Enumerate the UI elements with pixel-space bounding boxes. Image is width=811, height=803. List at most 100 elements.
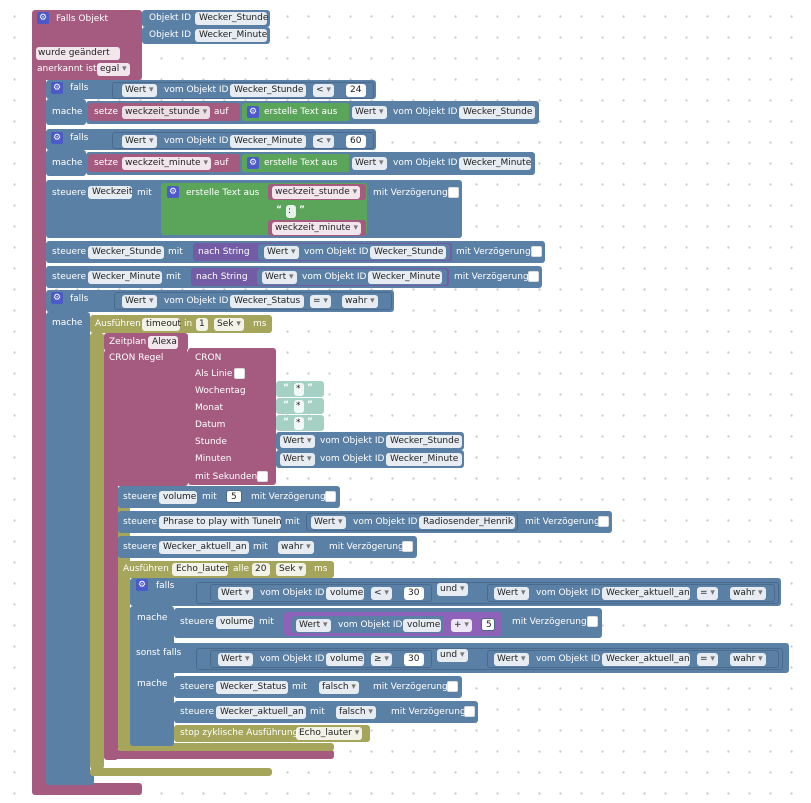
timeout-unit-dropdown[interactable]: Sek xyxy=(214,318,244,331)
wert-dropdown[interactable]: Wert xyxy=(494,653,529,666)
value-dropdown[interactable]: wahr xyxy=(730,587,766,600)
objekt-id-field[interactable]: Wecker_Stunde xyxy=(386,435,462,448)
delay-checkbox[interactable] xyxy=(464,706,475,717)
text-create-gear-icon[interactable]: ⚙ xyxy=(247,157,259,169)
text-join-gear-icon[interactable]: ⚙ xyxy=(167,186,179,198)
wert-dropdown[interactable]: Wert xyxy=(122,295,157,308)
wochentag-field[interactable]: * xyxy=(294,383,304,396)
target-field[interactable]: Wecker_aktuell_an xyxy=(159,541,249,554)
delay-checkbox[interactable] xyxy=(598,516,609,527)
objekt-id-field[interactable]: Wecker_Stunde xyxy=(370,246,446,259)
text-create-block[interactable] xyxy=(242,154,350,172)
target-field[interactable]: Wecker_Stunde xyxy=(88,246,164,259)
objekt-id-field[interactable]: Wecker_Stunde xyxy=(459,106,535,119)
stop-name-dropdown[interactable]: Echo_lauter xyxy=(296,727,363,740)
operator-dropdown[interactable]: < xyxy=(313,84,334,97)
number-field[interactable]: 5 xyxy=(481,618,495,631)
wert-dropdown[interactable]: Wert xyxy=(352,157,387,170)
value-dropdown[interactable]: falsch xyxy=(319,681,359,694)
target-field[interactable]: Wecker_aktuell_an xyxy=(216,706,306,719)
target-field[interactable]: Phrase to play with TuneIn xyxy=(159,516,282,529)
number-field[interactable]: 30 xyxy=(404,653,424,666)
objekt-id-field[interactable]: Wecker_Minute xyxy=(459,157,531,170)
delay-checkbox[interactable] xyxy=(531,246,542,257)
objekt-id-field[interactable]: Wecker_aktuell_an xyxy=(602,653,690,666)
acknowledged-dropdown[interactable]: egal xyxy=(97,63,130,76)
objekt-id-field[interactable]: Wecker_Minute xyxy=(386,453,462,466)
value-dropdown[interactable]: falsch xyxy=(336,706,376,719)
wert-dropdown[interactable]: Wert xyxy=(122,84,157,97)
wert-dropdown[interactable]: Wert xyxy=(280,453,315,466)
var-dropdown[interactable]: weckzeit_minute xyxy=(272,222,361,235)
objekt-id-field[interactable]: volume xyxy=(403,619,441,632)
wert-dropdown[interactable]: Wert xyxy=(122,135,157,148)
target-field[interactable]: Wecker_Status xyxy=(216,681,288,694)
delay-checkbox[interactable] xyxy=(325,491,336,502)
target-field[interactable]: Wecker_Minute xyxy=(88,271,162,284)
objekt-id-field-2[interactable]: Wecker_Minute xyxy=(195,29,267,42)
target-field[interactable]: volume xyxy=(216,616,254,629)
objekt-id-field[interactable]: Wecker_Minute xyxy=(230,135,306,148)
target-field[interactable]: volume xyxy=(159,491,197,504)
delay-checkbox[interactable] xyxy=(447,681,458,692)
objekt-id-field[interactable]: volume xyxy=(326,587,364,600)
number-field[interactable]: 5 xyxy=(226,490,242,503)
number-field[interactable]: 24 xyxy=(346,84,366,97)
cron-block[interactable] xyxy=(188,348,276,485)
objekt-id-field[interactable]: Radiosender_Henrik xyxy=(419,516,515,529)
delay-checkbox[interactable] xyxy=(402,541,413,552)
delay-checkbox[interactable] xyxy=(587,616,598,627)
datum-field[interactable]: * xyxy=(294,417,304,430)
mit-sekunden-checkbox[interactable] xyxy=(257,471,268,482)
wert-dropdown[interactable]: Wert xyxy=(352,106,387,119)
wert-dropdown[interactable]: Wert xyxy=(280,435,315,448)
timeout-name-field[interactable]: timeout xyxy=(142,318,181,331)
wert-dropdown[interactable]: Wert xyxy=(311,516,346,529)
objekt-id-field-1[interactable]: Wecker_Stunde xyxy=(195,12,268,25)
var-dropdown[interactable]: weckzeit_stunde xyxy=(272,186,361,199)
wert-dropdown[interactable]: Wert xyxy=(218,587,253,600)
wert-dropdown[interactable]: Wert xyxy=(262,271,297,284)
value-dropdown[interactable]: wahr xyxy=(730,653,766,666)
if-minute-gear-icon[interactable]: ⚙ xyxy=(51,132,63,144)
number-field[interactable]: 60 xyxy=(346,135,366,148)
math-operator-dropdown[interactable]: + xyxy=(451,619,472,632)
if-status-gear-icon[interactable]: ⚙ xyxy=(51,292,63,304)
objekt-id-field[interactable]: Wecker_Minute xyxy=(368,271,442,284)
interval-number-field[interactable]: 20 xyxy=(252,563,270,576)
wert-dropdown[interactable]: Wert xyxy=(494,587,529,600)
objekt-id-field[interactable]: Wecker_Status xyxy=(230,295,304,308)
operator-dropdown[interactable]: = xyxy=(310,295,331,308)
objekt-id-field[interactable]: volume xyxy=(326,653,364,666)
sep-field[interactable]: : xyxy=(286,205,296,218)
als-linie-checkbox[interactable] xyxy=(234,368,245,379)
number-field[interactable]: 30 xyxy=(404,587,424,600)
wert-dropdown[interactable]: Wert xyxy=(296,619,331,632)
delay-checkbox[interactable] xyxy=(448,187,459,198)
var-dropdown[interactable]: weckzeit_minute xyxy=(122,157,211,170)
and-dropdown[interactable]: und xyxy=(437,583,468,596)
monat-field[interactable]: * xyxy=(294,400,304,413)
value-dropdown[interactable]: wahr xyxy=(342,295,378,308)
inner-if-gear-icon[interactable]: ⚙ xyxy=(136,579,148,591)
objekt-id-field[interactable]: Wecker_aktuell_an xyxy=(602,587,690,600)
operator-dropdown[interactable]: = xyxy=(697,653,718,666)
wert-dropdown[interactable]: Wert xyxy=(218,653,253,666)
target-field[interactable]: Weckzeit xyxy=(88,186,132,199)
delay-checkbox[interactable] xyxy=(528,271,539,282)
operator-dropdown[interactable]: ≥ xyxy=(371,653,392,666)
interval-name-field[interactable]: Echo_lauter xyxy=(172,563,229,576)
objekt-id-field[interactable]: Wecker_Stunde xyxy=(230,84,306,97)
operator-dropdown[interactable]: < xyxy=(313,135,334,148)
if-stunde-gear-icon[interactable]: ⚙ xyxy=(51,82,63,94)
event-gear-icon[interactable]: ⚙ xyxy=(37,12,49,24)
text-create-gear-icon[interactable]: ⚙ xyxy=(247,106,259,118)
wert-dropdown[interactable]: Wert xyxy=(264,246,299,259)
interval-unit-dropdown[interactable]: Sek xyxy=(276,563,306,576)
value-dropdown[interactable]: wahr xyxy=(278,541,314,554)
var-dropdown[interactable]: weckzeit_stunde xyxy=(122,106,211,119)
operator-dropdown[interactable]: = xyxy=(697,587,718,600)
text-create-block[interactable] xyxy=(242,103,350,121)
operator-dropdown[interactable]: < xyxy=(371,587,392,600)
timeout-number-field[interactable]: 1 xyxy=(196,318,208,331)
